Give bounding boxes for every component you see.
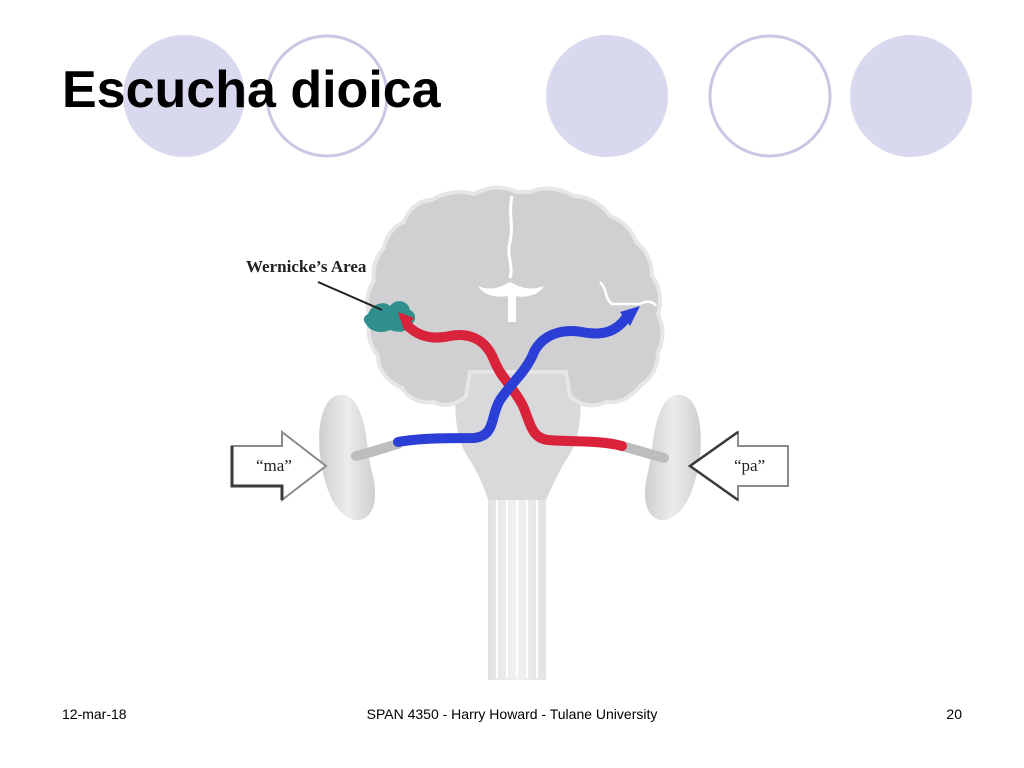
wernicke-area-label: Wernicke’s Area xyxy=(246,257,367,276)
footer-page-number: 20 xyxy=(946,706,962,722)
left-ear xyxy=(319,394,403,521)
brain-stem xyxy=(455,372,581,500)
footer-date: 12-mar-18 xyxy=(62,706,127,722)
decor-circle-outline-2 xyxy=(708,34,832,158)
brain-crease xyxy=(599,281,658,307)
wernicke-pointer-line xyxy=(317,281,383,311)
footer-course: SPAN 4350 - Harry Howard - Tulane Univer… xyxy=(366,706,658,722)
decor-circle-filled-3 xyxy=(850,35,972,157)
decor-circle-filled-2 xyxy=(546,35,668,157)
brain-ventricle xyxy=(478,282,544,322)
left-ear-pathway-arrowhead xyxy=(620,306,640,326)
left-ear-pathway xyxy=(393,313,631,447)
right-ear-pathway-arrowhead xyxy=(398,312,414,330)
brain-fissure xyxy=(507,195,514,279)
decorative-circles xyxy=(123,34,972,158)
right-ear xyxy=(617,394,701,521)
slide-title: Escucha dioica xyxy=(62,61,441,119)
spinal-cord xyxy=(488,470,546,680)
right-ear-sound-label: “pa” xyxy=(734,456,765,475)
decor-circle-filled-1 xyxy=(123,35,245,157)
decor-circle-outline-1 xyxy=(265,34,389,158)
left-sound-arrow xyxy=(230,429,328,503)
left-ear-sound-label: “ma” xyxy=(256,456,292,475)
right-sound-arrow xyxy=(687,430,789,502)
